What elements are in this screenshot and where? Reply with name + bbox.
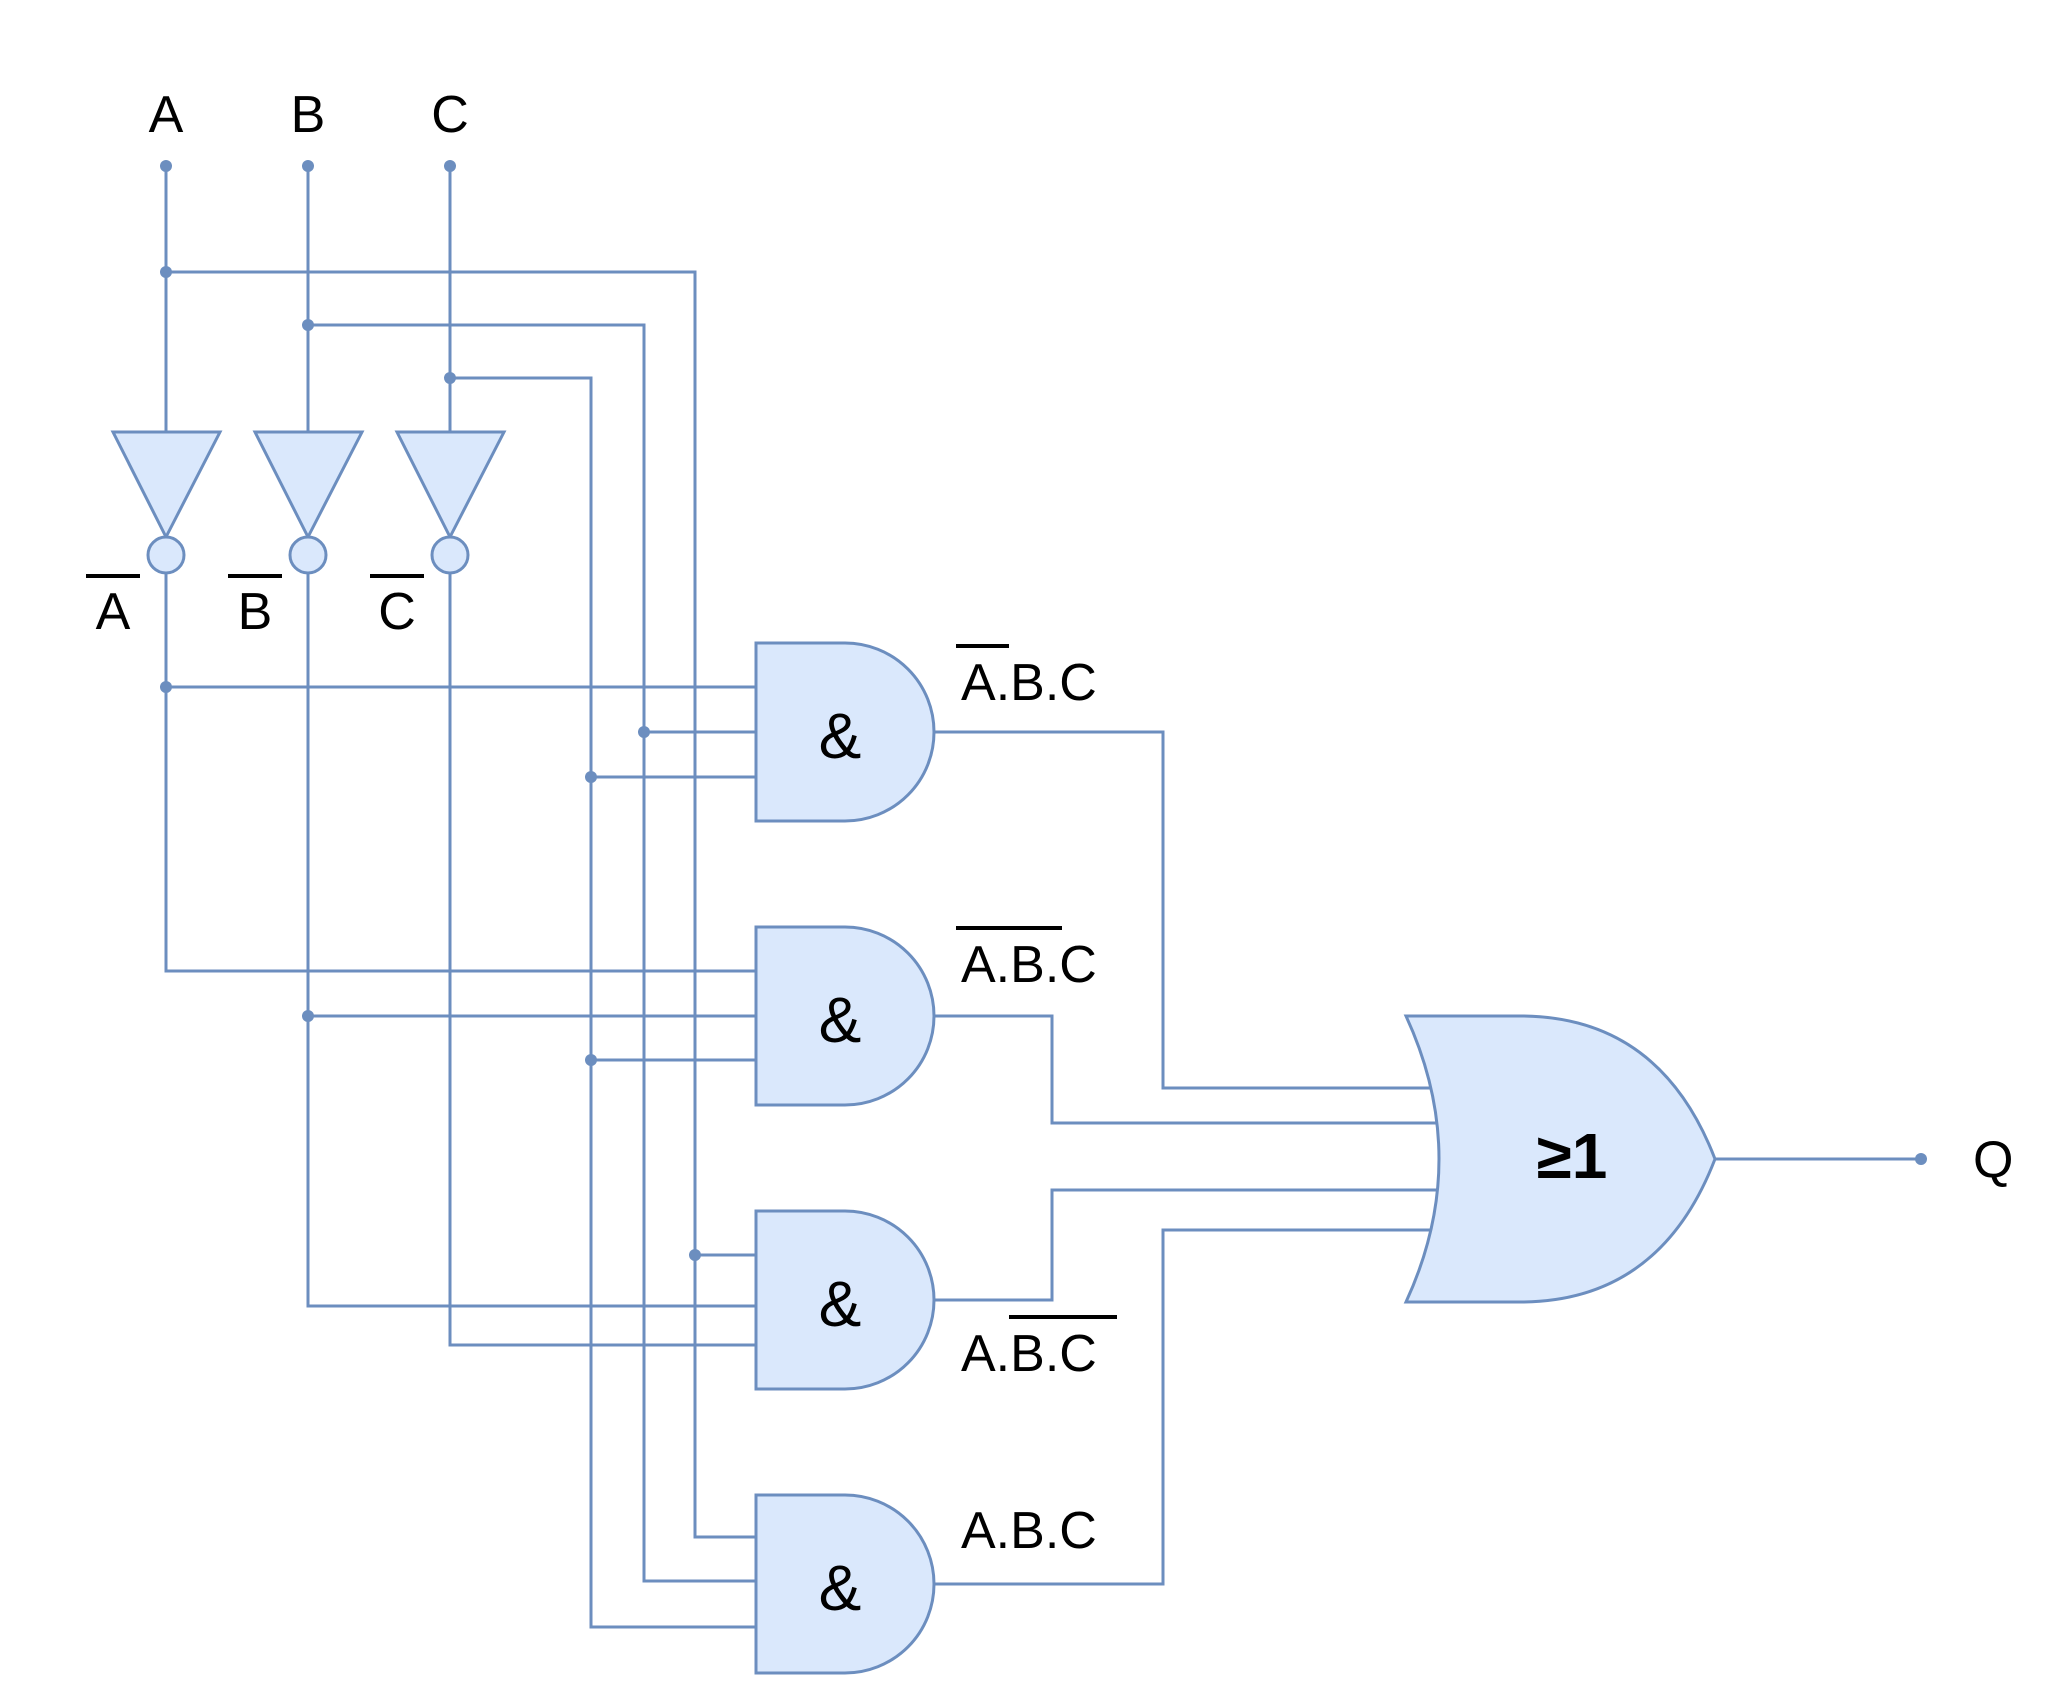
input-label-a: A: [149, 86, 184, 144]
term-label-1: A.B.C: [956, 644, 1097, 712]
inverted-label-c: C: [370, 574, 424, 641]
wire-and1-to-or: [935, 730, 1445, 1090]
wire-and3-to-or: [935, 1188, 1445, 1302]
and-gate-3: &: [754, 1209, 936, 1391]
svg-text:A.B.C: A.B.C: [961, 1325, 1097, 1383]
junction: [585, 1054, 597, 1066]
term-label-2: A.B.C: [956, 926, 1097, 994]
junction: [302, 319, 314, 331]
wire-c-bus: [450, 376, 760, 1629]
term-label-4: A.B.C: [961, 1502, 1097, 1560]
svg-text:C: C: [378, 583, 416, 641]
svg-text:B: B: [238, 583, 273, 641]
term-label-3: A.B.C: [961, 1315, 1117, 1383]
wire-and2-to-or: [935, 1014, 1445, 1125]
junction: [160, 266, 172, 278]
junction: [444, 372, 456, 384]
wire-not-a: [164, 572, 760, 973]
junction: [585, 771, 597, 783]
and-gate-1: &: [754, 641, 936, 823]
svg-text:A: A: [96, 583, 131, 641]
inverted-label-a: A: [86, 574, 140, 641]
input-label-b: B: [291, 86, 326, 144]
terminal-a: [160, 160, 172, 172]
junction: [302, 1010, 314, 1022]
wire-a-bus: [166, 270, 760, 1539]
not-gate-b: [252, 430, 365, 575]
and-gate-4-symbol: &: [819, 1552, 862, 1624]
terminal-q: [1915, 1153, 1927, 1165]
svg-text:A.B.C: A.B.C: [961, 654, 1097, 712]
svg-text:A.B.C: A.B.C: [961, 936, 1097, 994]
junctions: [160, 160, 1927, 1261]
terminal-b: [302, 160, 314, 172]
or-gate: ≥1: [1403, 1014, 1717, 1304]
and-gate-2: &: [754, 925, 936, 1107]
output-label-q: Q: [1973, 1131, 2013, 1189]
and-gate-3-symbol: &: [819, 1268, 862, 1340]
wire-not-c: [448, 572, 760, 1347]
and-gate-4: &: [754, 1493, 936, 1675]
and-gate-2-symbol: &: [819, 984, 862, 1056]
not-gate-a: [110, 430, 223, 575]
svg-text:A.B.C: A.B.C: [961, 1502, 1097, 1560]
and-gate-1-symbol: &: [819, 700, 862, 772]
inverted-label-b: B: [228, 574, 282, 641]
wire-not-b: [306, 572, 760, 1308]
wire-and4-to-or: [935, 1228, 1445, 1586]
wire-b-bus: [308, 323, 760, 1583]
or-gate-symbol: ≥1: [1537, 1120, 1608, 1192]
input-label-c: C: [431, 86, 469, 144]
junction: [638, 726, 650, 738]
wires: [164, 166, 1921, 1629]
junction: [160, 681, 172, 693]
terminal-c: [444, 160, 456, 172]
junction: [689, 1249, 701, 1261]
not-gate-c: [394, 430, 507, 575]
